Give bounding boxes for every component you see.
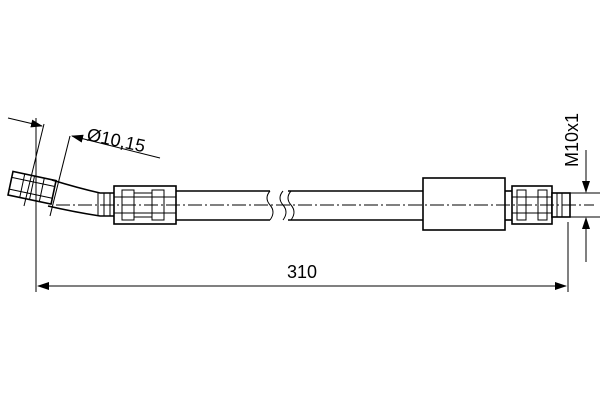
right-sleeve xyxy=(422,177,506,231)
length-value: 310 xyxy=(287,262,317,282)
diameter-arrow-left xyxy=(7,117,43,128)
diameter-value: Ø10,15 xyxy=(85,124,147,156)
diameter-extension-a xyxy=(23,123,45,207)
thread-value: M10x1 xyxy=(562,113,582,167)
diameter-arrow-right xyxy=(71,134,161,159)
thread-dimension: M10x1 xyxy=(562,113,600,262)
length-dimension: 310 xyxy=(35,118,569,292)
left-angled-fitting xyxy=(7,170,122,217)
hose-left-segment xyxy=(176,190,274,221)
diameter-extension-b xyxy=(49,135,71,217)
hose-right-segment xyxy=(288,190,424,221)
length-break-marks xyxy=(279,190,295,221)
